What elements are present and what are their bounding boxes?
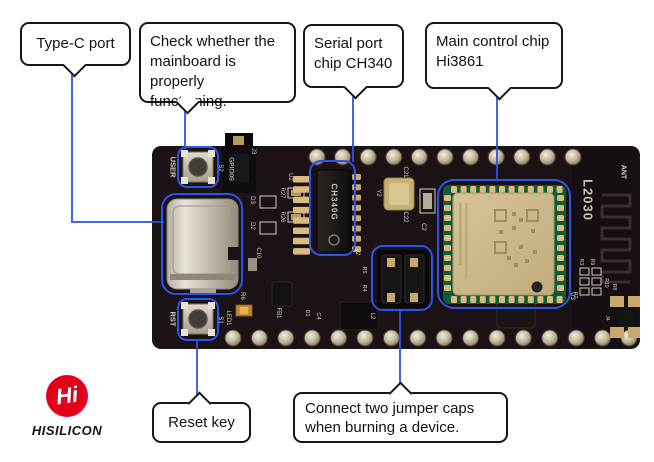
connector-lines [71,70,498,398]
svg-text:C2: C2 [420,223,426,231]
svg-text:R5: R5 [361,266,367,273]
svg-text:D3: D3 [249,196,255,204]
svg-text:R8: R8 [611,284,617,291]
hisilicon-logo-symbol: Hi [54,381,80,410]
silkscreen-rst: RST [169,312,178,327]
callout-type-c-port: Type-C port [20,22,131,78]
svg-text:FB1: FB1 [275,307,281,319]
silkscreen-gpio09: GPIO09 [228,157,235,181]
svg-text:J2: J2 [354,249,360,256]
callout-mainboard-check-text: Check whether the mainboard is properly … [150,33,276,110]
svg-text:C4: C4 [315,312,321,319]
callout-main-chip-text: Main control chip Hi3861 [436,33,550,70]
svg-text:R27: R27 [279,187,285,199]
callout-type-c-port-text: Type-C port [36,35,115,52]
silkscreen-date-code: L2030 [581,179,596,221]
module-pin1-dot [531,281,543,293]
bottom-right-cluster: R3 R9 R7 R10 R8 J4 [572,259,640,338]
right-end: L2030 ANT R3 R9 R7 R10 R8 J4 [572,165,640,338]
svg-text:C10: C10 [255,247,261,259]
svg-text:R4: R4 [361,284,367,291]
module-qr-code [494,209,539,254]
silkscreen-j3: J3 [250,148,256,155]
highlight-ch340 [309,160,356,256]
antenna-trace [600,193,632,284]
callout-jumper-caps-text: Connect two jumper caps when burning a d… [305,400,475,436]
callout-mainboard-check: Check whether the mainboard is properly … [139,22,296,115]
silkscreen-s2: S2 [217,164,223,172]
hisilicon-logo: Hi HISILICON [17,375,117,438]
module-qr-dots [499,212,537,267]
silkscreen-user: USER [169,157,178,178]
user-button: USER S2 [169,150,223,184]
hisilicon-logo-mark: Hi [46,375,88,417]
reset-button: RST S1 R6 LED1 [169,292,253,336]
highlight-type-c-port [161,193,243,295]
svg-text:R7: R7 [572,292,578,299]
ch340-chip: CH340G [293,169,361,255]
burn-jumper-block: J2 R5 R4 L2 [354,249,429,320]
crystal-y2: C21 Y2 C22 C2 [375,166,436,231]
svg-text:D2: D2 [249,222,255,230]
ch340-marking: CH340G [330,183,339,220]
svg-text:D1: D1 [304,309,310,316]
highlight-jumper-block [371,245,433,311]
module-shield [452,192,555,296]
callout-reset-key: Reset key [152,390,251,443]
svg-text:R26: R26 [279,211,285,223]
highlight-hi3861 [437,179,571,309]
silkscreen-ant: ANT [620,165,627,180]
highlight-user-button [177,146,219,188]
callout-reset-key-text: Reset key [168,413,235,431]
highlight-reset-button [177,298,219,341]
highlight-boxes [161,146,571,341]
silkscreen-led1: LED1 [225,310,231,326]
gpio09-jumper: GPIO09 J3 [222,133,256,193]
hisilicon-logo-name: HISILICON [31,423,103,438]
callout-serial-chip-text: Serial port chip CH340 [314,35,393,72]
svg-text:L2: L2 [369,313,375,320]
hi3861-module: U3 [443,185,575,304]
type-c-connector [166,198,239,294]
silkscreen-s1: S1 [217,316,223,324]
svg-text:R3: R3 [578,259,584,266]
svg-text:C21: C21 [402,166,408,178]
callout-main-chip: Main control chip Hi3861 [425,22,563,101]
svg-text:J4: J4 [604,315,610,321]
svg-text:Y2: Y2 [375,189,381,197]
silkscreen-u3: U3 [569,292,575,300]
wch-logo [328,234,340,246]
svg-text:U2: U2 [287,173,293,181]
callout-jumper-caps: Connect two jumper caps when burning a d… [293,380,508,443]
svg-text:R10: R10 [603,278,609,287]
silkscreen-r6: R6 [239,292,245,300]
line-type-c-port [71,70,164,223]
svg-text:C22: C22 [402,211,408,223]
callout-serial-chip: Serial port chip CH340 [303,24,404,100]
svg-text:R9: R9 [589,259,595,266]
